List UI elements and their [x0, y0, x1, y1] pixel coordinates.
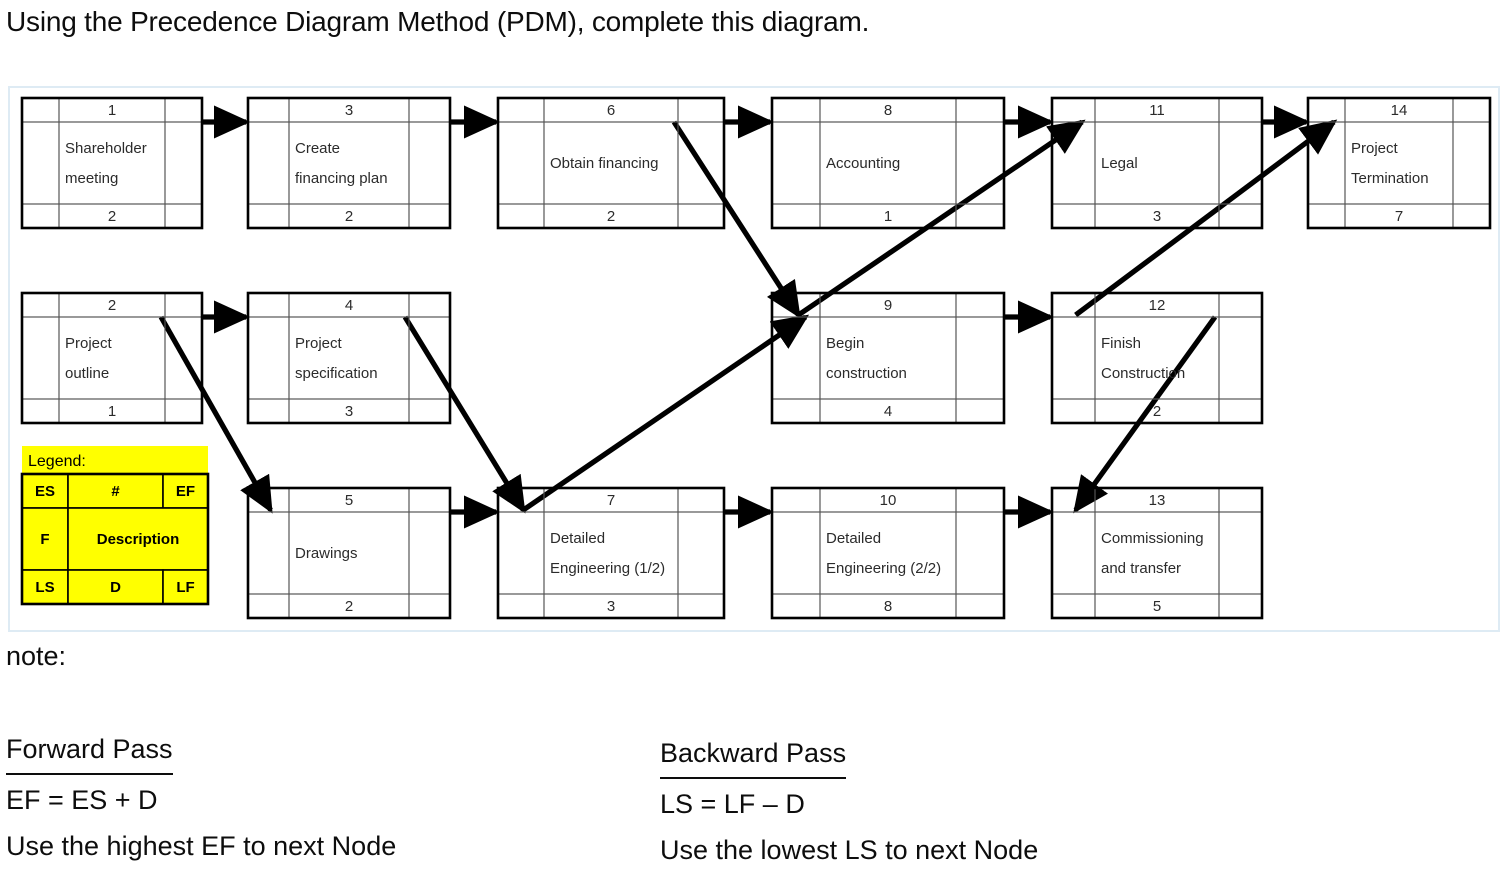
edge-2-to-5	[158, 315, 273, 514]
forward-pass-heading: Forward Pass	[6, 726, 173, 775]
legend-lf: LF	[176, 579, 194, 596]
node-description-line: Termination	[1351, 170, 1429, 187]
legend-f: F	[40, 531, 49, 548]
pdm-node-9[interactable]: 9 4 Begin construction	[770, 291, 1006, 425]
node-duration: 2	[345, 598, 353, 615]
node-description-line: meeting	[65, 170, 118, 187]
backward-pass-rule: Use the lowest LS to next Node	[660, 835, 1039, 865]
backward-pass-heading: Backward Pass	[660, 730, 847, 779]
node-number: 12	[1149, 297, 1166, 314]
forward-pass-rule: Use the highest EF to next Node	[6, 831, 397, 861]
legend-es: ES	[35, 483, 55, 500]
node-duration: 8	[884, 598, 892, 615]
node-description-line: outline	[65, 365, 109, 382]
node-number: 6	[607, 102, 615, 119]
edge-7-to-9	[521, 314, 810, 513]
node-number: 5	[345, 492, 353, 509]
edges-layer	[158, 105, 1338, 529]
node-description-line: Detailed	[826, 530, 881, 547]
pdm-node-6[interactable]: 6 2 Obtain financing	[496, 96, 726, 230]
node-description-line: Commissioning	[1101, 530, 1204, 547]
node-number: 14	[1391, 102, 1408, 119]
node-number: 7	[607, 492, 615, 509]
pdm-node-2[interactable]: 2 1 Project outline	[20, 291, 204, 425]
pdm-node-3[interactable]: 3 2 Create financing plan	[246, 96, 452, 230]
node-duration: 1	[108, 403, 116, 420]
page-title: Using the Precedence Diagram Method (PDM…	[6, 6, 870, 37]
node-duration: 5	[1153, 598, 1161, 615]
node-duration: 2	[108, 208, 116, 225]
node-description-line: Shareholder	[65, 140, 147, 157]
node-number: 1	[108, 102, 116, 119]
note-label: note:	[6, 641, 67, 671]
legend-number: #	[111, 483, 120, 500]
node-description-line: specification	[295, 365, 378, 382]
node-number: 9	[884, 297, 892, 314]
node-duration: 3	[607, 598, 615, 615]
pdm-node-5[interactable]: 5 2 Drawings	[246, 486, 452, 620]
node-description-line: Create	[295, 140, 340, 157]
backward-pass-formula: LS = LF – D	[660, 789, 805, 819]
node-description-line: construction	[826, 365, 907, 382]
node-description-line: Project	[295, 335, 343, 352]
pdm-node-13[interactable]: 13 5 Commissioning and transfer	[1050, 486, 1264, 620]
legend-ls: LS	[35, 579, 54, 596]
node-duration: 7	[1395, 208, 1403, 225]
forward-pass-formula: EF = ES + D	[6, 785, 158, 815]
legend-d: D	[110, 579, 121, 596]
edge-6-to-9	[671, 120, 801, 319]
node-description-line: Accounting	[826, 155, 900, 172]
node-duration: 3	[1153, 208, 1161, 225]
edge-4-to-7	[402, 315, 526, 514]
node-description-line: Project	[1351, 140, 1399, 157]
node-duration: 3	[345, 403, 353, 420]
node-number: 3	[345, 102, 353, 119]
legend-title: Legend:	[28, 453, 86, 470]
pdm-node-1[interactable]: 1 2 Shareholder meeting	[20, 96, 204, 230]
node-description-line: Detailed	[550, 530, 605, 547]
pdm-node-8[interactable]: 8 1 Accounting	[770, 96, 1006, 230]
node-description-line: and transfer	[1101, 560, 1181, 577]
node-description-line: Begin	[826, 335, 864, 352]
edge-9-to-11	[796, 119, 1086, 318]
node-description-line: financing plan	[295, 170, 388, 187]
pdm-node-4[interactable]: 4 3 Project specification	[246, 291, 452, 425]
forward-pass-block: Forward Pass EF = ES + D Use the highest…	[6, 726, 396, 869]
node-description-line: Engineering (2/2)	[826, 560, 941, 577]
node-description-line: Finish	[1101, 335, 1141, 352]
node-description-line: Legal	[1101, 155, 1138, 172]
node-duration: 4	[884, 403, 892, 420]
node-duration: 1	[884, 208, 892, 225]
legend-description: Description	[97, 531, 180, 548]
node-description-line: Obtain financing	[550, 155, 658, 172]
pdm-node-11[interactable]: 11 3 Legal	[1050, 96, 1264, 230]
node-number: 2	[108, 297, 116, 314]
backward-pass-block: Backward Pass LS = LF – D Use the lowest…	[660, 730, 1038, 873]
legend-ef: EF	[176, 483, 195, 500]
node-number: 8	[884, 102, 892, 119]
edge-12-to-13	[1073, 315, 1218, 514]
node-description-line: Drawings	[295, 545, 358, 562]
node-duration: 2	[345, 208, 353, 225]
node-number: 11	[1149, 102, 1165, 119]
node-description-line: Project	[65, 335, 113, 352]
node-number: 13	[1149, 492, 1166, 509]
node-number: 10	[880, 492, 897, 509]
node-description-line: Construction	[1101, 365, 1185, 382]
edge-12-to-14	[1074, 119, 1338, 318]
node-number: 4	[345, 297, 353, 314]
node-duration: 2	[1153, 403, 1161, 420]
node-duration: 2	[607, 208, 615, 225]
node-description-line: Engineering (1/2)	[550, 560, 665, 577]
